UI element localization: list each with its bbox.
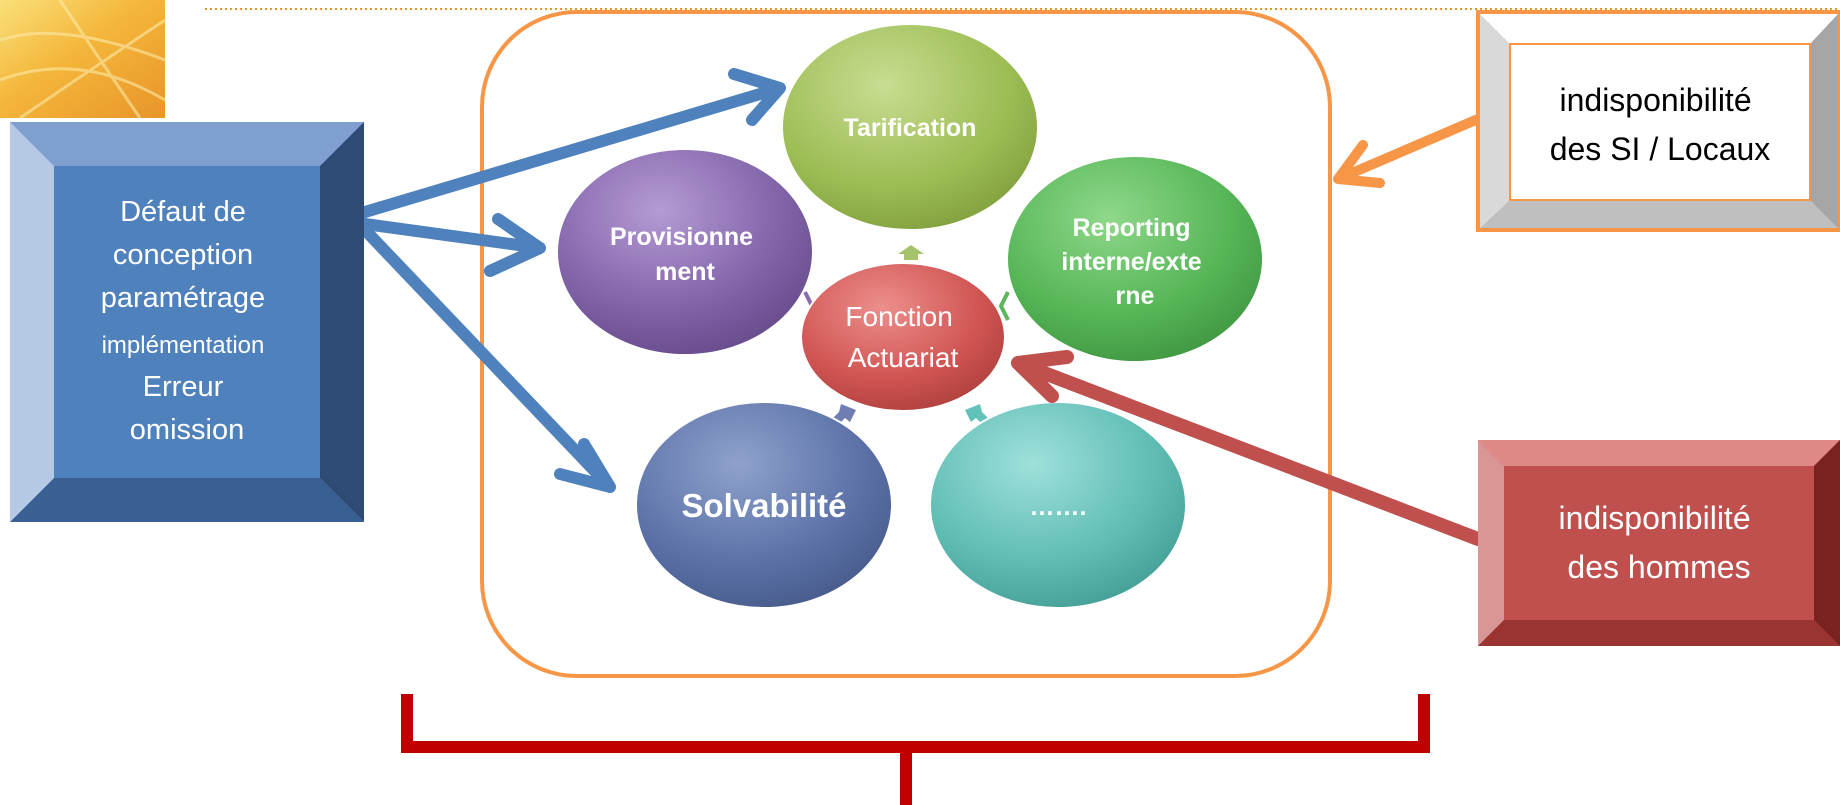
left-cause-box: Défaut de conception paramétrage impléme… — [10, 122, 364, 522]
node-autres: ……. — [929, 401, 1187, 609]
top-right-box-label: indisponibilité des SI / Locaux — [1550, 82, 1771, 167]
center-line-1: Fonction — [845, 301, 952, 332]
bottom-right-box-label: indisponibilité des hommes — [1558, 500, 1759, 585]
node-tarification: Tarification — [781, 23, 1039, 231]
top-right-cause-box: indisponibilité des SI / Locaux — [1476, 10, 1840, 232]
node-center: Fonction Actuariat — [800, 262, 1006, 412]
node-autres-label: ……. — [1030, 493, 1087, 521]
bottom-right-box-line-1: indisponibilité — [1558, 500, 1750, 536]
left-box-line-1: Défaut de — [120, 196, 246, 228]
node-provisionnement-line-2: ment — [655, 258, 715, 286]
node-provisionnement-line-1: Provisionne — [610, 223, 753, 251]
left-box-line-4: implémentation — [102, 332, 265, 359]
node-reporting-label: Reporting interne/exte rne — [1061, 214, 1208, 310]
bottom-right-box-line-2: des hommes — [1567, 549, 1750, 585]
top-right-box-line-2: des SI / Locaux — [1550, 131, 1771, 167]
node-reporting-line-3: rne — [1116, 282, 1155, 310]
node-provisionnement: Provisionne ment — [556, 148, 814, 356]
node-provisionnement-label: Provisionne ment — [610, 223, 760, 286]
node-autres-line: ……. — [1030, 493, 1087, 521]
blue-arrows — [359, 68, 786, 493]
red-arrow — [1011, 350, 1485, 546]
bottom-brace — [401, 694, 1430, 805]
left-box-label: Défaut de conception paramétrage impléme… — [101, 196, 274, 446]
corner-decoration — [0, 0, 166, 120]
node-tarification-label: Tarification — [844, 114, 977, 142]
left-box-line-2: conception — [113, 239, 253, 271]
node-solvabilite: Solvabilité — [635, 401, 893, 609]
node-reporting-line-1: Reporting — [1073, 214, 1191, 242]
left-box-line-5: Erreur — [143, 371, 224, 403]
node-reporting-line-2: interne/exte — [1061, 248, 1201, 276]
center-label: Fonction Actuariat — [845, 301, 960, 373]
center-line-2: Actuariat — [848, 342, 959, 373]
top-right-box-line-1: indisponibilité — [1559, 82, 1751, 118]
orange-arrow — [1333, 114, 1483, 188]
node-reporting: Reporting interne/exte rne — [1006, 155, 1264, 363]
left-box-line-3: paramétrage — [101, 282, 265, 314]
node-tarification-line: Tarification — [844, 114, 977, 142]
node-solvabilite-label: Solvabilité — [681, 487, 846, 524]
node-solvabilite-line: Solvabilité — [681, 487, 846, 524]
left-box-line-6: omission — [130, 414, 244, 446]
bottom-right-cause-box: indisponibilité des hommes — [1478, 440, 1840, 646]
